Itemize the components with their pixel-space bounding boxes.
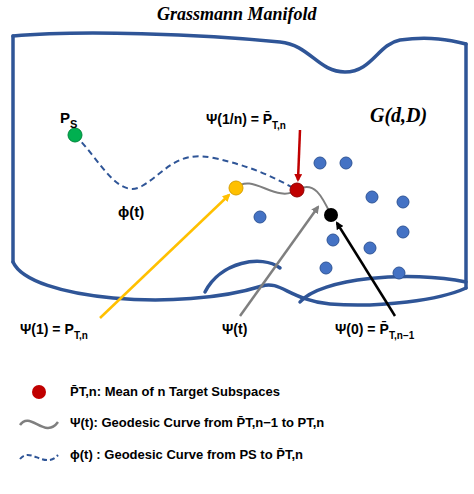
legend-line-sample — [20, 421, 58, 428]
point-subscript: S — [70, 118, 77, 130]
leader-arrow — [298, 130, 300, 180]
callout-label: Ψ(t) — [222, 322, 247, 337]
title: Grassmann Manifold — [157, 4, 317, 25]
target-points — [254, 157, 409, 279]
leader-arrow — [100, 195, 229, 318]
callout-subscript: T,n−1 — [389, 330, 414, 341]
new-target-point — [229, 181, 243, 195]
target-point — [366, 191, 378, 203]
target-point — [320, 262, 332, 274]
target-point — [393, 267, 405, 279]
previous-mean-point — [324, 208, 338, 222]
callout-subscript: T,n — [272, 120, 286, 131]
mean-point — [290, 183, 304, 197]
manifold-left-edge — [11, 36, 15, 262]
manifold-bottom-edge — [13, 262, 466, 305]
target-point — [314, 157, 326, 169]
legend-text: Ψ(t): Geodesic Curve from P̄T,n−1 to PT,… — [70, 416, 324, 430]
target-point — [364, 242, 376, 254]
callout-label: Ψ(1) = P — [20, 322, 74, 337]
manifold-outline — [13, 33, 466, 305]
manifold-top-edge — [13, 33, 466, 72]
target-point — [340, 157, 352, 169]
legend-text: P̄T,n: Mean of n Target Subspaces — [70, 385, 280, 399]
target-point — [397, 226, 409, 238]
leader-arrow — [240, 207, 318, 316]
legend-text: ϕ(t) : Geodesic Curve from PS to P̄T,n — [70, 448, 303, 462]
source-point — [68, 128, 82, 142]
legend-swatch — [32, 385, 46, 399]
callout-subscript: T,n — [74, 330, 88, 341]
manifold-name: G(d,D) — [370, 104, 427, 126]
point-label: P — [60, 110, 70, 127]
manifold-right-edge — [464, 44, 468, 288]
target-point — [397, 196, 409, 208]
callout-label: Ψ(1/n) = P̄ — [206, 112, 272, 127]
target-point — [327, 234, 339, 246]
leader-arrow — [337, 223, 395, 316]
legend-line-sample — [20, 455, 58, 460]
callout-label: Ψ(0) = P̄ — [335, 322, 389, 337]
target-point — [254, 211, 266, 223]
curve-label: ϕ(t) — [118, 204, 144, 221]
geodesic-phi — [75, 135, 297, 190]
